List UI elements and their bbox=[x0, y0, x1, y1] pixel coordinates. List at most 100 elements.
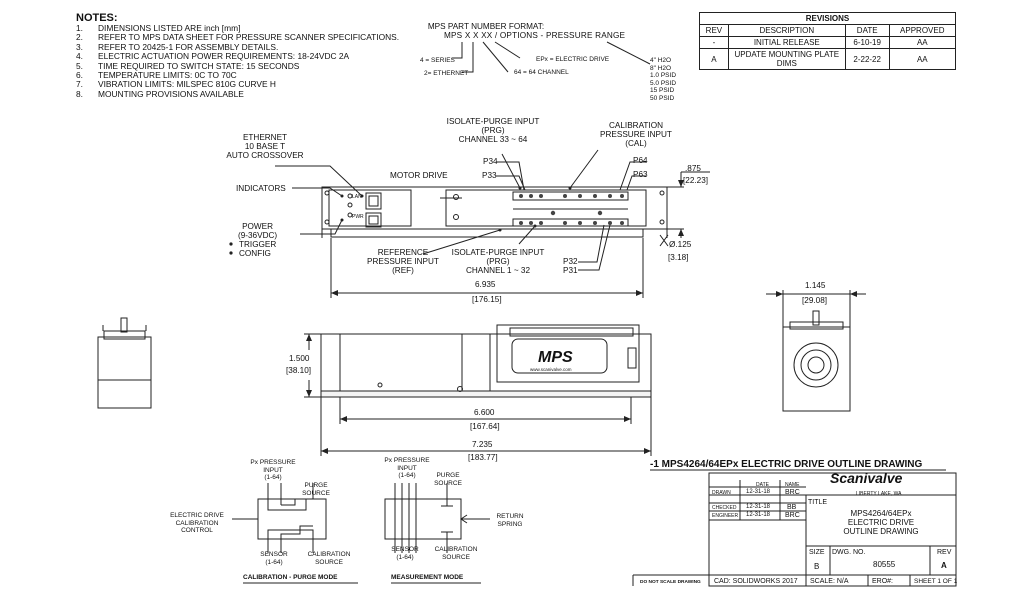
port-p31: P31 bbox=[563, 266, 578, 275]
indicators-label: INDICATORS bbox=[236, 184, 286, 193]
side-overall-in: 7.235 bbox=[472, 440, 493, 449]
tb-size: B bbox=[814, 562, 820, 571]
piston-face bbox=[793, 342, 839, 388]
left-end-body bbox=[97, 336, 152, 409]
note-text: DIMENSIONS LISTED ARE inch [mm] bbox=[98, 23, 241, 33]
front-height-in: .875 bbox=[685, 164, 701, 173]
tb-rev-label: REV bbox=[937, 549, 952, 556]
lan-connector bbox=[365, 192, 382, 210]
port-p63: P63 bbox=[633, 170, 648, 179]
lan-label: LAN bbox=[352, 194, 362, 200]
isolate-purge-top-label: ISOLATE-PURGE INPUT(PRG)CHANNEL 33 ~ 64 bbox=[438, 117, 548, 144]
label-line: SOURCE bbox=[315, 558, 343, 566]
label-line: CALIBRATION bbox=[307, 551, 351, 558]
note-item: 4.ELECTRIC ACTUATION POWER REQUIREMENTS:… bbox=[76, 51, 399, 61]
pn-channel: 64 = 64 CHANNEL bbox=[514, 69, 569, 76]
mount-hole bbox=[324, 190, 330, 196]
port-p64: P64 bbox=[633, 156, 648, 165]
label-line: 10 BASE T bbox=[244, 142, 286, 151]
hole-dia-mm: [3.18] bbox=[668, 253, 689, 262]
mount-hole bbox=[659, 219, 665, 225]
note-number: 2. bbox=[76, 32, 83, 43]
tb-cad: CAD: SOLIDWORKS 2017 bbox=[714, 578, 798, 585]
label-line: (1-64) bbox=[396, 553, 414, 561]
tb-date: 12-31-18 bbox=[746, 489, 771, 495]
front-body-bottom bbox=[330, 228, 644, 238]
pwr-connector bbox=[365, 212, 382, 228]
label-line: SPRING bbox=[497, 520, 523, 528]
note-number: 8. bbox=[76, 88, 83, 99]
label-line: (PRG) bbox=[486, 257, 510, 266]
pn-ethernet: 2= ETHERNET bbox=[424, 70, 469, 77]
tb-scale: SCALE: N/A bbox=[810, 578, 849, 585]
tb-role: DRAWN bbox=[712, 490, 731, 496]
note-number: 1. bbox=[76, 23, 83, 33]
scanner-module bbox=[496, 324, 640, 383]
front-height-mm: [22.23] bbox=[683, 176, 709, 185]
pn-leader bbox=[452, 42, 463, 59]
notes-block: NOTES: 1.DIMENSIONS LISTED ARE inch [mm]… bbox=[76, 12, 399, 99]
label-line: MPS4264/64EPx bbox=[850, 509, 912, 518]
tb-name: BRC bbox=[785, 489, 800, 496]
tb-name-header: NAME bbox=[785, 482, 800, 488]
label-line: PURGE bbox=[436, 472, 460, 479]
end-width-mm: [29.08] bbox=[802, 296, 828, 305]
side-body-in: 6.600 bbox=[474, 408, 495, 417]
note-item: 1. DIMENSIONS LISTED ARE inch [mm] bbox=[76, 23, 399, 33]
tb-date: 12-31-18 bbox=[746, 504, 771, 510]
label-line: (1-64) bbox=[264, 474, 282, 481]
tb-title-label: TITLE bbox=[808, 499, 828, 506]
part-number-title: MPS PART NUMBER FORMAT: bbox=[427, 22, 545, 31]
label-line: SENSOR bbox=[391, 546, 419, 553]
label-line: ISOLATE-PURGE INPUT bbox=[446, 117, 540, 126]
meas-sensor-label: SENSOR(1-64) bbox=[387, 546, 423, 561]
note-number: 5. bbox=[76, 60, 83, 71]
pressure-range-item: 15 PSID bbox=[650, 87, 675, 94]
power-label: POWER(9-36VDC) bbox=[238, 222, 277, 240]
tb-date-header: DATE bbox=[756, 482, 769, 488]
front-width-mm: [176.15] bbox=[472, 295, 502, 304]
label-line: SOURCE bbox=[434, 479, 462, 487]
label-line: REFERENCE bbox=[377, 248, 429, 257]
tb-sheet: SHEET 1 OF 1 bbox=[914, 578, 958, 585]
label-line: ETHERNET bbox=[242, 133, 288, 142]
note-text: MOUNTING PROVISIONS AVAILABLE bbox=[98, 88, 244, 99]
rev-cell: AA bbox=[888, 48, 957, 70]
config-label: CONFIG bbox=[239, 249, 271, 258]
meas-valve-box bbox=[384, 498, 462, 540]
revisions-table: REVISIONS REV DESCRIPTION DATE APPROVED … bbox=[699, 12, 957, 70]
rev-cell: 2-22-22 bbox=[844, 48, 890, 70]
port-row-bottom bbox=[512, 218, 629, 227]
label-line: SOURCE bbox=[302, 489, 330, 497]
tb-dwg-number: 80555 bbox=[873, 560, 896, 569]
do-not-scale: DO NOT SCALE DRAWING bbox=[640, 580, 701, 585]
label-line: PRESSURE INPUT bbox=[367, 257, 439, 266]
label-line: CONTROL bbox=[181, 527, 213, 534]
drawing-title: -1 MPS4264/64EPx ELECTRIC DRIVE OUTLINE … bbox=[650, 459, 923, 470]
label-line: INPUT bbox=[263, 466, 283, 474]
port-p32: P32 bbox=[563, 257, 578, 266]
note-text: TEMPERATURE LIMITS: 0C TO 70C bbox=[98, 70, 237, 81]
table-row: - INITIAL RELEASE 6-10-19 AA bbox=[699, 36, 957, 49]
label-line: POWER bbox=[242, 222, 274, 231]
cal-mode-title: CALIBRATION - PURGE MODE bbox=[243, 574, 338, 581]
label-line: (CAL) bbox=[625, 139, 647, 148]
scanner-label-plate bbox=[511, 338, 608, 374]
right-end-body bbox=[782, 326, 851, 412]
pressure-range-item: 4" H2O bbox=[650, 57, 672, 64]
pwr-label: PWR bbox=[352, 214, 364, 220]
label-line: CALIBRATION bbox=[175, 519, 219, 527]
label-line: (1-64) bbox=[398, 472, 416, 479]
pn-leader bbox=[482, 41, 509, 73]
label-line: Px PRESSURE bbox=[384, 457, 430, 464]
tb-ero: ERO#: bbox=[872, 578, 894, 585]
